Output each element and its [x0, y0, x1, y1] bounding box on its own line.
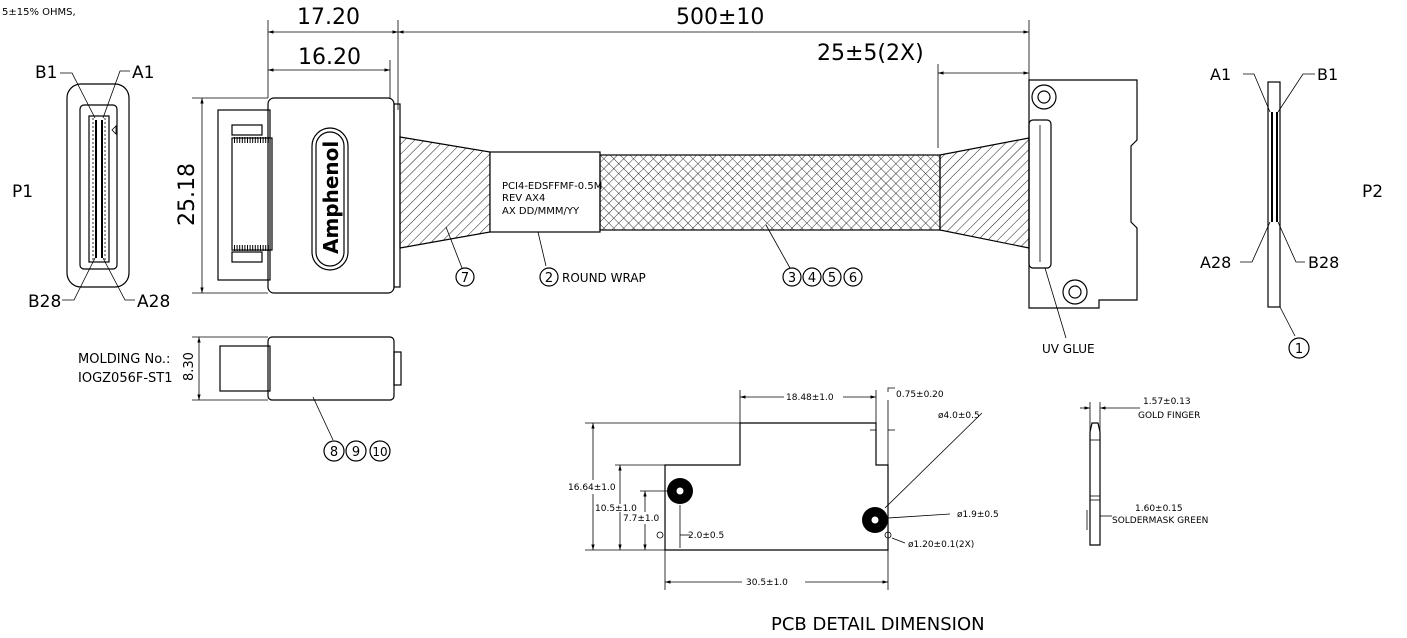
- pcb-dim-1-60: 1.60±0.15: [1135, 504, 1183, 514]
- dim-25-5: 25±5(2X): [817, 41, 924, 66]
- callout-7: 7: [461, 271, 469, 286]
- p1-b28-label: B28: [28, 292, 61, 312]
- cable-label-line2: REV AX4: [502, 193, 545, 204]
- molding-line2: IOGZ056F-ST1: [78, 371, 173, 386]
- pcb-dim-0-75: 0.75±0.20: [896, 390, 944, 400]
- pcb-dim-1-9: ø1.9±0.5: [957, 510, 999, 520]
- p2-label: P2: [1362, 182, 1383, 202]
- callout-3: 3: [788, 271, 796, 286]
- p2-b28-label: B28: [1308, 253, 1339, 272]
- p1-a28-label: A28: [137, 292, 170, 312]
- pcb-detail-title: PCB DETAIL DIMENSION: [771, 614, 985, 635]
- pcb-dim-30-5: 30.5±1.0: [746, 578, 788, 588]
- pcb-dim-1-57: 1.57±0.13: [1143, 397, 1191, 407]
- callout-2: 2: [545, 271, 553, 286]
- p1-label: P1: [12, 182, 33, 202]
- uv-glue-label: UV GLUE: [1042, 342, 1095, 356]
- p2-a28-label: A28: [1200, 253, 1231, 272]
- p2-connector-side: [1028, 79, 1138, 339]
- resistance-note: 5±15% OHMS,: [2, 7, 76, 18]
- callout-8: 8: [330, 445, 338, 460]
- pcb-dim-18-48: 18.48±1.0: [786, 393, 834, 403]
- dimension-lines: [192, 20, 1030, 294]
- p2-b1-label: B1: [1317, 65, 1338, 84]
- dim-500: 500±10: [676, 5, 764, 30]
- soldermask-label: SOLDERMASK GREEN: [1112, 516, 1208, 526]
- dim-8-30: 8.30: [182, 352, 197, 381]
- pcb-dim-16-64: 16.64±1.0: [568, 483, 616, 493]
- cable-label-line3: AX DD/MMM/YY: [502, 206, 580, 217]
- p1-face-view: [60, 70, 135, 301]
- dim-17-20: 17.20: [297, 5, 360, 30]
- molding-line1: MOLDING No.:: [78, 352, 170, 367]
- p2-a1-label: A1: [1210, 65, 1231, 84]
- pcb-edge-view: [1080, 402, 1140, 546]
- callout-4: 4: [808, 271, 816, 286]
- p1-a1-label: A1: [132, 63, 154, 83]
- gold-finger-label: GOLD FINGER: [1138, 411, 1200, 421]
- callout-5: 5: [828, 271, 836, 286]
- pcb-dim-1-20: ø1.20±0.1(2X): [908, 540, 974, 550]
- pcb-dim-7-7: 7.7±1.0: [623, 514, 659, 524]
- pcb-dim-2-0: 2.0±0.5: [688, 531, 724, 541]
- p1-top-view: [192, 336, 402, 462]
- dim-25-18: 25.18: [175, 163, 200, 226]
- dim-16-20: 16.20: [298, 45, 361, 70]
- cable-body: [399, 136, 1030, 249]
- callout-1: 1: [1295, 342, 1303, 357]
- callout-6: 6: [849, 271, 857, 286]
- pcb-dim-4-0: ø4.0±0.5: [938, 411, 980, 421]
- callout-9: 9: [352, 445, 360, 460]
- pcb-dim-10-5: 10.5±1.0: [595, 504, 637, 514]
- p1-b1-label: B1: [35, 63, 57, 83]
- round-wrap-label: ROUND WRAP: [562, 271, 646, 285]
- p2-end-view: [1240, 73, 1315, 359]
- cable-callouts: [445, 224, 863, 287]
- p1-connector-side: [217, 97, 401, 294]
- pcb-dimension-lines: [585, 387, 983, 590]
- amphenol-logo: Amphenol: [319, 141, 343, 254]
- callout-10: 10: [372, 445, 387, 459]
- cable-label-line1: PCI4-EDSFFMF-0.5M: [502, 181, 602, 192]
